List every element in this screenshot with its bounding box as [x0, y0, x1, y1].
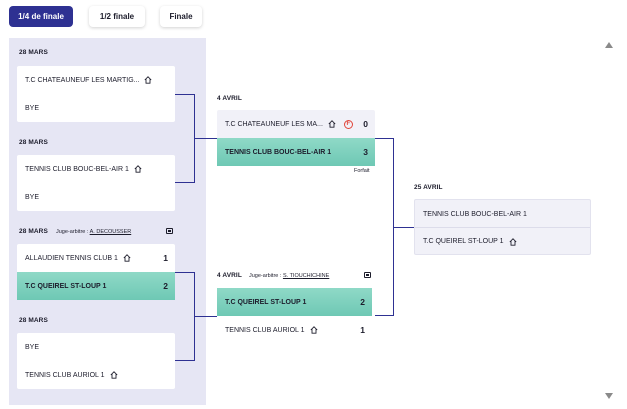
team-name: TENNIS CLUB AURIOL 1: [25, 371, 105, 379]
team-name: ALLAUDIEN TENNIS CLUB 1: [25, 254, 118, 262]
scroll-down-icon[interactable]: [605, 393, 613, 399]
team-name: TENNIS CLUB BOUC-BEL-AIR 1: [423, 210, 527, 218]
scoresheet-icon[interactable]: [364, 272, 371, 278]
team-score: 0: [363, 119, 368, 129]
tab-final[interactable]: Finale: [160, 6, 202, 27]
team-name: BYE: [25, 343, 40, 351]
team-row[interactable]: ALLAUDIEN TENNIS CLUB 1 1: [17, 244, 175, 272]
team-row[interactable]: TENNIS CLUB AURIOL 1 1: [217, 316, 372, 344]
team-score: 1: [360, 325, 365, 335]
team-row-winner[interactable]: TENNIS CLUB BOUC-BEL-AIR 1 3: [217, 138, 375, 166]
bracket-connector: [394, 227, 414, 228]
home-icon: [309, 326, 318, 334]
team-row[interactable]: BYE: [17, 183, 175, 211]
referee-label: Juge-arbitre :: [56, 229, 89, 235]
bracket-connector: [175, 94, 195, 183]
match-date: 28 MARS: [19, 228, 48, 235]
match-date: 28 MARS: [19, 49, 48, 56]
match-date: 28 MARS: [19, 139, 48, 146]
team-name: BYE: [25, 193, 40, 201]
match-card[interactable]: T.C CHATEAUNEUF LES MARTIG... BYE: [17, 66, 175, 122]
match-date: 4 AVRIL: [217, 95, 242, 102]
team-name: T.C CHATEAUNEUF LES MARTIG...: [25, 76, 140, 84]
match-card[interactable]: T.C QUEIREL ST-LOUP 1 2 TENNIS CLUB AURI…: [217, 288, 372, 344]
team-row[interactable]: T.C QUEIREL ST-LOUP 1: [415, 227, 590, 255]
team-row[interactable]: BYE: [17, 333, 175, 361]
team-row[interactable]: T.C CHATEAUNEUF LES MARTIG...: [17, 66, 175, 94]
bracket-connector: [195, 138, 217, 139]
referee-name[interactable]: A. DECOUSSER: [89, 229, 132, 235]
team-row[interactable]: TENNIS CLUB BOUC-BEL-AIR 1: [415, 200, 590, 228]
team-name: T.C QUEIREL ST-LOUP 1: [423, 238, 504, 245]
team-row[interactable]: BYE: [17, 94, 175, 122]
team-name: BYE: [25, 104, 40, 112]
forfait-label: Forfait: [354, 168, 370, 174]
home-icon: [109, 371, 118, 379]
team-score: 2: [360, 297, 365, 307]
home-icon: [134, 165, 142, 173]
team-score: 2: [163, 281, 168, 291]
scoresheet-icon[interactable]: [166, 228, 173, 234]
bracket-connector: [175, 272, 195, 361]
team-name: TENNIS CLUB BOUC-BEL-AIR 1: [225, 148, 332, 156]
team-score: 3: [363, 147, 368, 157]
bracket-connector: [195, 316, 217, 317]
team-row-winner[interactable]: T.C QUEIREL ST-LOUP 1 2: [217, 288, 372, 316]
match-date: 4 AVRIL: [217, 272, 242, 279]
vertical-scrollbar[interactable]: [603, 38, 615, 405]
home-icon: [328, 120, 336, 128]
forfait-icon: F: [343, 119, 353, 129]
referee-label: Juge-arbitre :: [249, 273, 282, 279]
match-card[interactable]: TENNIS CLUB BOUC-BEL-AIR 1 BYE: [17, 155, 175, 211]
team-score: 1: [163, 253, 168, 263]
match-date: 25 AVRIL: [414, 184, 443, 191]
match-card[interactable]: T.C CHATEAUNEUF LES MA... F 0 TENNIS CLU…: [217, 110, 375, 166]
team-row-winner[interactable]: T.C QUEIREL ST-LOUP 1 2: [17, 272, 175, 300]
match-card[interactable]: BYE TENNIS CLUB AURIOL 1: [17, 333, 175, 389]
home-icon: [123, 254, 131, 262]
match-date: 28 MARS: [19, 317, 48, 324]
team-row[interactable]: T.C CHATEAUNEUF LES MA... F 0: [217, 110, 375, 138]
team-row[interactable]: TENNIS CLUB BOUC-BEL-AIR 1: [17, 155, 175, 183]
bracket-connector: [375, 138, 394, 316]
referee-info: Juge-arbitre : S. TIOUCHICHINE: [249, 273, 329, 279]
team-row[interactable]: TENNIS CLUB AURIOL 1: [17, 361, 175, 389]
team-name: T.C QUEIREL ST-LOUP 1: [225, 298, 307, 306]
match-card[interactable]: ALLAUDIEN TENNIS CLUB 1 1 T.C QUEIREL ST…: [17, 244, 175, 300]
home-icon: [144, 76, 152, 84]
home-icon: [509, 237, 517, 246]
referee-name[interactable]: S. TIOUCHICHINE: [282, 273, 330, 279]
team-name: T.C QUEIREL ST-LOUP 1: [25, 282, 107, 290]
team-name: T.C CHATEAUNEUF LES MA...: [225, 120, 323, 128]
team-name: TENNIS CLUB AURIOL 1: [225, 326, 305, 334]
team-name: TENNIS CLUB BOUC-BEL-AIR 1: [25, 165, 129, 173]
tab-semi-final[interactable]: 1/2 finale: [89, 6, 145, 27]
scroll-up-icon[interactable]: [605, 42, 613, 48]
referee-info: Juge-arbitre : A. DECOUSSER: [56, 229, 131, 235]
match-card-final[interactable]: TENNIS CLUB BOUC-BEL-AIR 1 T.C QUEIREL S…: [414, 199, 591, 255]
tab-quarter-final[interactable]: 1/4 de finale: [9, 6, 73, 27]
